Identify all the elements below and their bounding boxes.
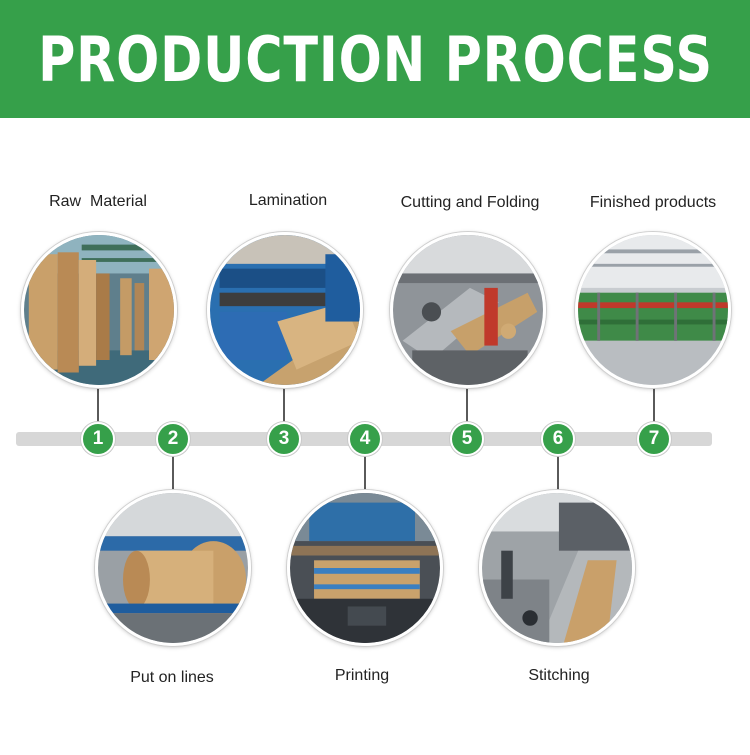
step-7-label: Finished products [589,194,717,211]
kraft-paper-rolls-warehouse-photo [21,232,177,388]
step-2-label: Put on lines [130,669,214,686]
page-title: PRODUCTION PROCESS [37,22,713,96]
step-6-connector [557,446,559,490]
step-6-label: Stitching [528,667,590,684]
printing-machine-photo [287,490,443,646]
finished-bags-stacked-photo [575,232,731,388]
step-2-marker: 2 [156,422,190,456]
step-1-connector [97,388,99,432]
step-3-label: Lamination [248,192,328,209]
step-4-connector [364,446,366,490]
stitching-line-photo [479,490,635,646]
step-4-marker: 4 [348,422,382,456]
step-7-marker: 7 [637,422,671,456]
step-1-marker: 1 [81,422,115,456]
cutting-folding-machine-photo [390,232,546,388]
step-1-label: Raw Material [49,193,147,210]
paper-roll-on-machine-line-photo [95,490,251,646]
step-2-connector [172,446,174,492]
step-5-connector [466,388,468,432]
lamination-machine-photo [207,232,363,388]
step-5-marker: 5 [450,422,484,456]
step-3-connector [283,388,285,432]
step-5-label: Cutting and Folding [400,194,540,211]
step-6-marker: 6 [541,422,575,456]
header-banner: PRODUCTION PROCESS [0,0,750,118]
step-3-marker: 3 [267,422,301,456]
step-7-connector [653,388,655,432]
step-4-label: Printing [334,667,390,684]
